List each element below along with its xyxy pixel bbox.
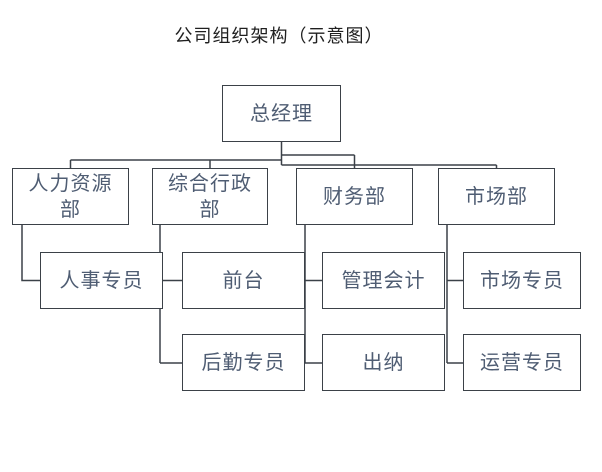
finance-children-connector xyxy=(304,225,322,364)
node-marketing-department[interactable]: 市场部 xyxy=(438,168,555,225)
admin-children-connector xyxy=(159,225,182,364)
node-hr-department[interactable]: 人力资源部 xyxy=(12,168,129,225)
node-marketing-specialist[interactable]: 市场专员 xyxy=(463,252,581,309)
node-label: 后勤专员 xyxy=(201,351,286,374)
node-label: 综合行政部 xyxy=(168,172,252,221)
root-connectors xyxy=(69,142,498,168)
node-front-desk[interactable]: 前台 xyxy=(182,252,305,309)
node-label: 出纳 xyxy=(362,351,405,374)
node-cashier[interactable]: 出纳 xyxy=(322,334,445,391)
marketing-children-connector xyxy=(446,225,463,364)
node-hr-specialist[interactable]: 人事专员 xyxy=(40,252,163,309)
node-management-accountant[interactable]: 管理会计 xyxy=(322,252,445,309)
node-label: 人力资源部 xyxy=(28,172,113,221)
node-admin-department[interactable]: 综合行政部 xyxy=(152,168,268,225)
node-label: 财务部 xyxy=(323,185,386,208)
node-operations-specialist[interactable]: 运营专员 xyxy=(463,334,581,391)
chart-title: 公司组织架构（示意图） xyxy=(174,26,384,46)
node-label: 人事专员 xyxy=(59,269,144,292)
node-finance-department[interactable]: 财务部 xyxy=(296,168,413,225)
node-label: 总经理 xyxy=(250,102,313,125)
node-general-manager[interactable]: 总经理 xyxy=(222,85,341,142)
node-label: 管理会计 xyxy=(341,269,426,292)
node-label: 前台 xyxy=(222,269,265,292)
node-label: 市场部 xyxy=(465,185,528,208)
node-logistics-specialist[interactable]: 后勤专员 xyxy=(182,334,305,391)
node-label: 运营专员 xyxy=(480,351,564,374)
node-label: 市场专员 xyxy=(480,269,564,292)
hr-child-connector xyxy=(21,225,40,282)
